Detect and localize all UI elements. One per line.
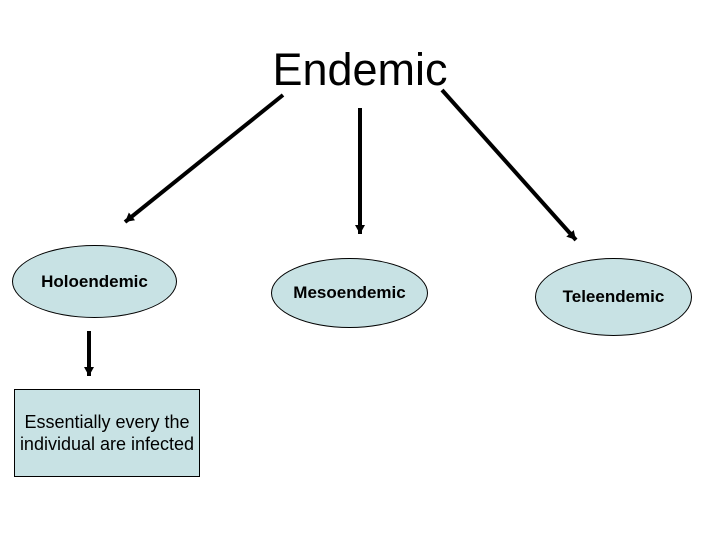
note-line-2: individual are infected (19, 434, 195, 454)
node-teleendemic-label: Teleendemic (562, 287, 665, 306)
node-mesoendemic: Mesoendemic (271, 258, 428, 328)
arrow-endemic-to-teleendemic (440, 88, 578, 242)
arrow-endemic-to-holoendemic (123, 93, 285, 224)
node-holoendemic: Holoendemic (12, 245, 177, 318)
node-mesoendemic-label: Mesoendemic (293, 283, 406, 302)
node-holoendemic-label: Holoendemic (41, 271, 148, 291)
node-teleendemic: Teleendemic (535, 258, 692, 336)
diagram-title: Endemic (272, 44, 448, 95)
note-box: Essentially every the individual are inf… (14, 389, 200, 477)
note-line-1: Essentially every the (24, 412, 190, 432)
